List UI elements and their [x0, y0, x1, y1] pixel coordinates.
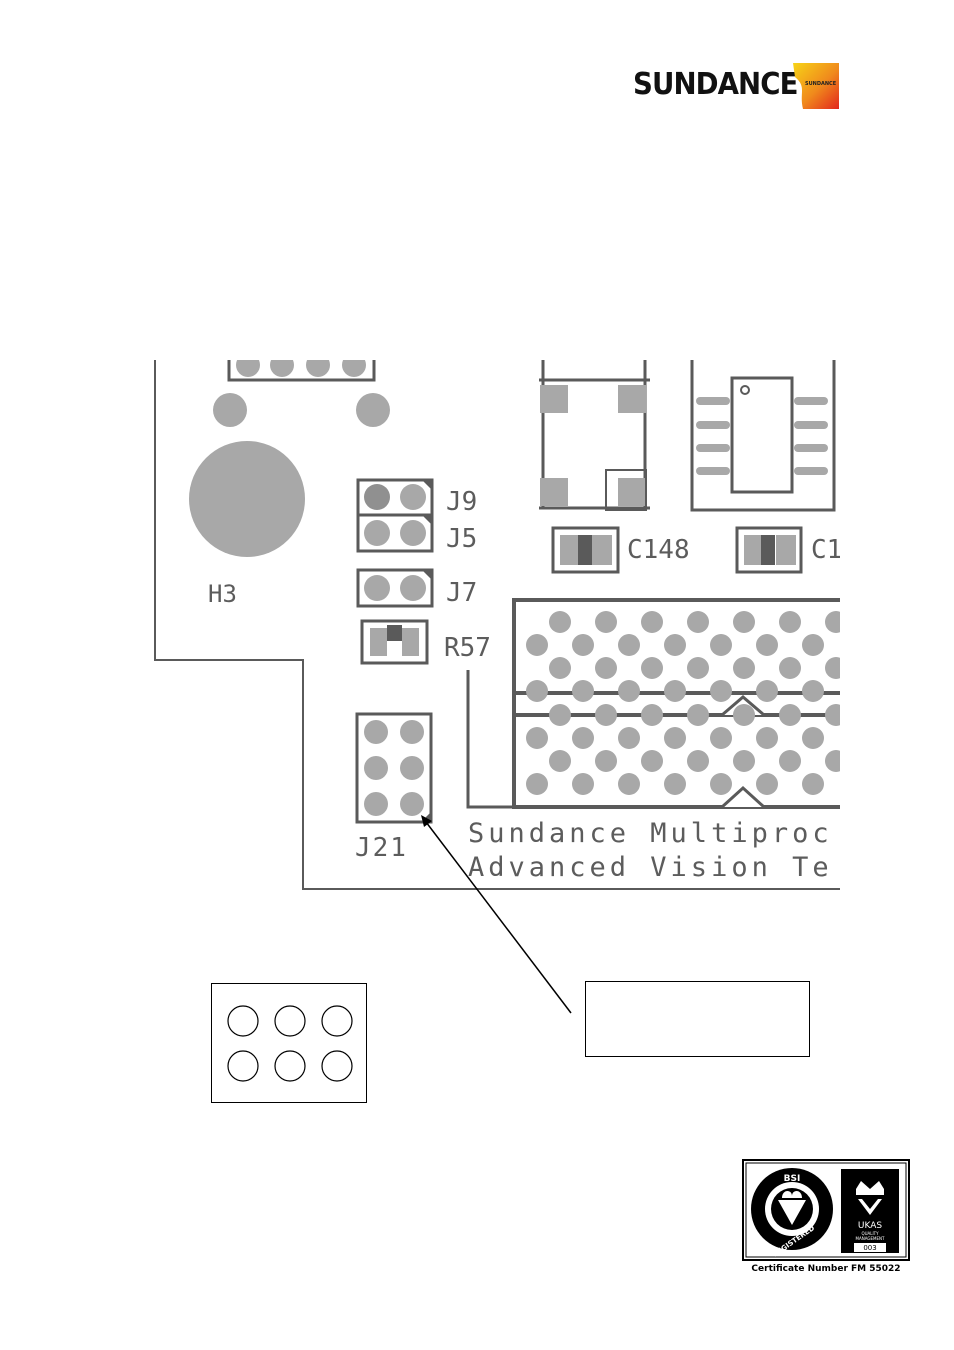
- connector-pin: [779, 611, 801, 633]
- connector-pin: [618, 773, 640, 795]
- cert-number-text: Certificate Number FM 55022: [751, 1264, 900, 1274]
- board-text-line2: Advanced Vision Te: [468, 852, 833, 883]
- connector-pin: [710, 680, 732, 702]
- connector-pin: [549, 657, 571, 679]
- connector-pin: [756, 634, 778, 656]
- r57-resistor: [360, 619, 429, 665]
- connector-pin: [549, 704, 571, 726]
- sundance-logo: SUNDANCE SUNDANCE: [633, 63, 843, 113]
- connector-pin: [595, 611, 617, 633]
- connector-pin: [687, 750, 709, 772]
- j21-label: J21: [355, 833, 408, 863]
- connector-pin: [779, 704, 801, 726]
- j5-label: J5: [446, 524, 477, 554]
- cert-quality-text: QUALITY: [861, 1231, 879, 1236]
- connector-pin: [641, 657, 663, 679]
- cert-bsi-text: BSI: [784, 1174, 801, 1184]
- connector-pin: [756, 773, 778, 795]
- c-partial-label: C1: [811, 535, 842, 565]
- connector-pin: [526, 773, 548, 795]
- connector-pin: [802, 773, 824, 795]
- connector-pin: [595, 657, 617, 679]
- cert-ukas-text: UKAS: [858, 1221, 882, 1231]
- connector-pin: [618, 727, 640, 749]
- connector-pin: [825, 611, 844, 633]
- h3-label: H3: [208, 580, 237, 608]
- connector-pin: [756, 680, 778, 702]
- connector-pin: [687, 704, 709, 726]
- callout-box: [585, 981, 810, 1057]
- j9-label: J9: [446, 487, 477, 517]
- r57-label: R57: [444, 633, 491, 663]
- connector-pin: [595, 704, 617, 726]
- soic-chip: [690, 360, 836, 512]
- connector-pin: [710, 634, 732, 656]
- top-connector: [227, 360, 376, 382]
- board-outline: [154, 360, 844, 890]
- connector-pin: [549, 611, 571, 633]
- connector-pin: [572, 727, 594, 749]
- connector-pin: [664, 727, 686, 749]
- connector-pin: [733, 611, 755, 633]
- connector-pin: [802, 634, 824, 656]
- connector-pin: [779, 750, 801, 772]
- capacitor-partial: [735, 526, 803, 574]
- c148-capacitor: [551, 526, 620, 574]
- connector-pin: [733, 657, 755, 679]
- cert-code-text: 003: [863, 1244, 876, 1252]
- connector-pin: [641, 611, 663, 633]
- connector-pin: [825, 704, 844, 726]
- crystal-component: [539, 360, 650, 511]
- connector-pin: [526, 727, 548, 749]
- connector-pin: [802, 727, 824, 749]
- connector-pin: [756, 727, 778, 749]
- cert-management-text: MANAGEMENT: [856, 1236, 885, 1241]
- connector-pin: [618, 680, 640, 702]
- mount-pad-left: [213, 393, 247, 427]
- connector-pin: [825, 657, 844, 679]
- connector-pin: [641, 750, 663, 772]
- connector-pin: [572, 634, 594, 656]
- connector-pin: [526, 634, 548, 656]
- connector-pin: [526, 680, 548, 702]
- pcb-diagram: H3 J9 J5 J7 R57 J21: [154, 360, 844, 895]
- connector-pin: [618, 634, 640, 656]
- connector-pin: [802, 680, 824, 702]
- expansion-connector: [466, 598, 844, 809]
- connector-pin: [710, 727, 732, 749]
- connector-pin: [664, 634, 686, 656]
- connector-pin: [779, 657, 801, 679]
- connector-pin: [641, 704, 663, 726]
- brand-flame-icon: SUNDANCE: [793, 63, 839, 109]
- mount-pad-right: [356, 393, 390, 427]
- connector-pin: [572, 773, 594, 795]
- brand-small-text: SUNDANCE: [805, 81, 837, 87]
- connector-pin: [595, 750, 617, 772]
- connector-pin: [664, 680, 686, 702]
- j5-jumper: [356, 513, 434, 553]
- brand-name: SUNDANCE: [633, 67, 798, 102]
- c148-label: C148: [627, 535, 690, 565]
- h3-mounting-hole: [189, 441, 305, 557]
- board-text-line1: Sundance Multiproc: [468, 818, 833, 849]
- connector-pin: [733, 704, 755, 726]
- connector-pin: [549, 750, 571, 772]
- connector-pin: [687, 657, 709, 679]
- connector-pin: [664, 773, 686, 795]
- bsi-ukas-certification-logo: BSI REGISTERED UKAS QUALITY MANAGEMENT 0…: [742, 1159, 910, 1274]
- j7-jumper: [356, 568, 434, 608]
- connector-pin: [710, 773, 732, 795]
- connector-pin: [687, 611, 709, 633]
- connector-pin: [733, 750, 755, 772]
- pin-legend-box: [211, 983, 367, 1103]
- connector-pin: [825, 750, 844, 772]
- j7-label: J7: [446, 578, 477, 608]
- pin-legend-diagram: [227, 1005, 353, 1082]
- connector-pin: [572, 680, 594, 702]
